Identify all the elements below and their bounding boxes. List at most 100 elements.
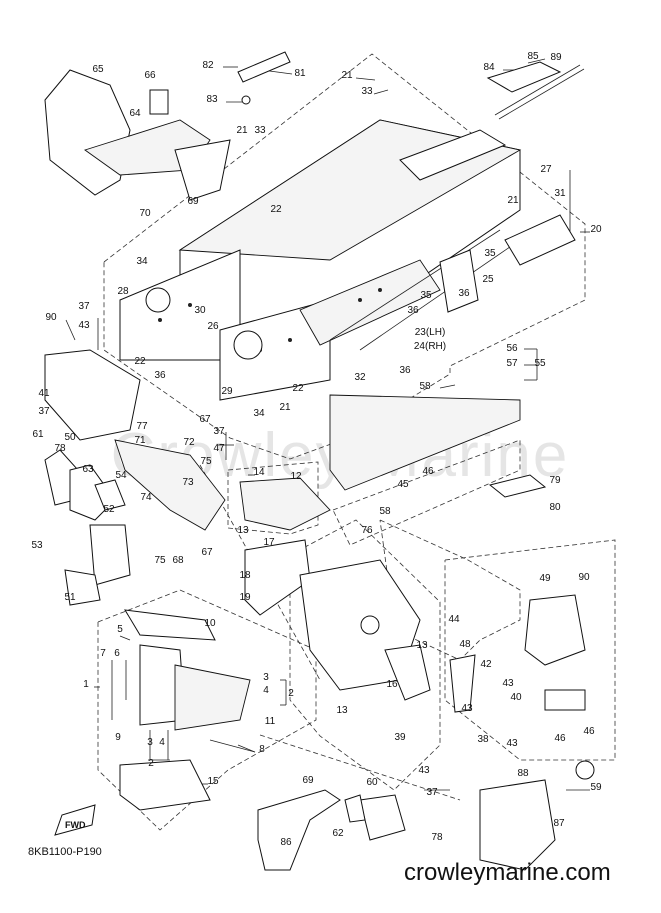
callout-c56: 56 bbox=[506, 343, 518, 354]
callout-c81: 81 bbox=[294, 68, 306, 79]
callout-c88: 88 bbox=[517, 768, 529, 779]
callout-c51: 51 bbox=[64, 592, 76, 603]
callout-c72: 72 bbox=[183, 437, 195, 448]
callout-c78a: 78 bbox=[54, 443, 66, 454]
steering-frame bbox=[44, 69, 231, 201]
callout-c43e: 43 bbox=[418, 765, 430, 776]
callout-c22c: 22 bbox=[292, 383, 304, 394]
callout-c70: 70 bbox=[139, 208, 151, 219]
fwd-arrow-icon: FWD bbox=[54, 804, 96, 836]
callout-c48: 48 bbox=[459, 639, 471, 650]
callout-c61: 61 bbox=[32, 429, 44, 440]
callout-c35a: 35 bbox=[484, 248, 496, 259]
callout-c21a: 21 bbox=[236, 125, 248, 136]
callout-c34b: 34 bbox=[253, 408, 265, 419]
callout-c69a: 69 bbox=[187, 196, 199, 207]
callout-c43d: 43 bbox=[506, 738, 518, 749]
callout-c43b: 43 bbox=[502, 678, 514, 689]
callout-c3b: 3 bbox=[147, 737, 153, 748]
assembly-boundaries bbox=[97, 53, 616, 831]
fwd-label: FWD bbox=[65, 820, 86, 830]
callout-c45: 45 bbox=[397, 479, 409, 490]
callout-c43a: 43 bbox=[78, 320, 90, 331]
callout-c67a: 67 bbox=[199, 414, 211, 425]
callout-c22b: 22 bbox=[134, 356, 146, 367]
callout-c49: 49 bbox=[539, 573, 551, 584]
callout-c9: 9 bbox=[115, 732, 121, 743]
callout-c4a: 4 bbox=[263, 685, 269, 696]
callout-c73: 73 bbox=[182, 477, 194, 488]
callout-c27: 27 bbox=[540, 164, 552, 175]
callout-c82: 82 bbox=[202, 60, 214, 71]
callout-c2b: 2 bbox=[148, 758, 154, 769]
callout-c13c: 13 bbox=[336, 705, 348, 716]
callout-c20: 20 bbox=[590, 224, 602, 235]
callout-c32: 32 bbox=[354, 372, 366, 383]
callout-c78b: 78 bbox=[431, 832, 443, 843]
callout-c62: 62 bbox=[332, 828, 344, 839]
callout-c25: 25 bbox=[482, 274, 494, 285]
callout-c36a: 36 bbox=[458, 288, 470, 299]
callout-c14: 14 bbox=[253, 467, 265, 478]
callout-c34a: 34 bbox=[136, 256, 148, 267]
callout-c37d: 37 bbox=[426, 787, 438, 798]
callout-c1: 1 bbox=[83, 679, 89, 690]
callout-c68: 68 bbox=[172, 555, 184, 566]
callout-c46b: 46 bbox=[554, 733, 566, 744]
rails bbox=[237, 51, 585, 120]
callout-c30: 30 bbox=[194, 305, 206, 316]
callout-c29: 29 bbox=[221, 386, 233, 397]
callout-c18: 18 bbox=[239, 570, 251, 581]
callout-c10: 10 bbox=[204, 618, 216, 629]
steering-column bbox=[119, 609, 256, 811]
right-brackets bbox=[329, 214, 576, 498]
callout-c15: 15 bbox=[207, 776, 219, 787]
callout-c58b: 58 bbox=[379, 506, 391, 517]
callout-c16: 16 bbox=[386, 679, 398, 690]
callout-c87: 87 bbox=[553, 818, 565, 829]
callout-c43c: 43 bbox=[461, 703, 473, 714]
callout-c83: 83 bbox=[206, 94, 218, 105]
callout-c53: 53 bbox=[31, 540, 43, 551]
callout-c6: 6 bbox=[114, 648, 120, 659]
callout-c8: 8 bbox=[259, 744, 265, 755]
callout-c36d: 36 bbox=[154, 370, 166, 381]
callout-c59: 59 bbox=[590, 782, 602, 793]
callout-c3a: 3 bbox=[263, 672, 269, 683]
callout-c44: 44 bbox=[448, 614, 460, 625]
callout-c75b: 75 bbox=[154, 555, 166, 566]
callout-c36b: 36 bbox=[407, 305, 419, 316]
callout-c46c: 46 bbox=[583, 726, 595, 737]
callout-c84: 84 bbox=[483, 62, 495, 73]
diagram-code: 8KB1100-P190 bbox=[28, 846, 102, 858]
callout-c24: 24(RH) bbox=[414, 341, 446, 352]
callout-c35b: 35 bbox=[420, 290, 432, 301]
callout-c11: 11 bbox=[265, 716, 276, 727]
callout-c2a: 2 bbox=[288, 688, 294, 699]
callout-c77: 77 bbox=[136, 421, 148, 432]
website-label: crowleymarine.com bbox=[404, 859, 611, 886]
lower-right-parts bbox=[257, 594, 595, 871]
callout-c54: 54 bbox=[115, 470, 127, 481]
callout-c17: 17 bbox=[263, 537, 275, 548]
callout-c21b: 21 bbox=[341, 70, 353, 81]
callout-c31: 31 bbox=[554, 188, 566, 199]
callout-c58a: 58 bbox=[419, 381, 431, 392]
callout-c50: 50 bbox=[64, 432, 76, 443]
callout-c89: 89 bbox=[550, 52, 562, 63]
callout-c74: 74 bbox=[140, 492, 152, 503]
callout-c66: 66 bbox=[144, 70, 156, 81]
callout-c13a: 13 bbox=[237, 525, 249, 536]
callout-c46a: 46 bbox=[422, 466, 434, 477]
callout-c7: 7 bbox=[100, 648, 106, 659]
callout-c90b: 90 bbox=[578, 572, 590, 583]
callout-c90a: 90 bbox=[45, 312, 57, 323]
callout-c52: 52 bbox=[103, 504, 115, 515]
callout-c33b: 33 bbox=[361, 86, 373, 97]
callout-c57: 57 bbox=[506, 358, 518, 369]
callout-c75a: 75 bbox=[200, 456, 212, 467]
callout-c39: 39 bbox=[394, 732, 406, 743]
callout-c69b: 69 bbox=[302, 775, 314, 786]
